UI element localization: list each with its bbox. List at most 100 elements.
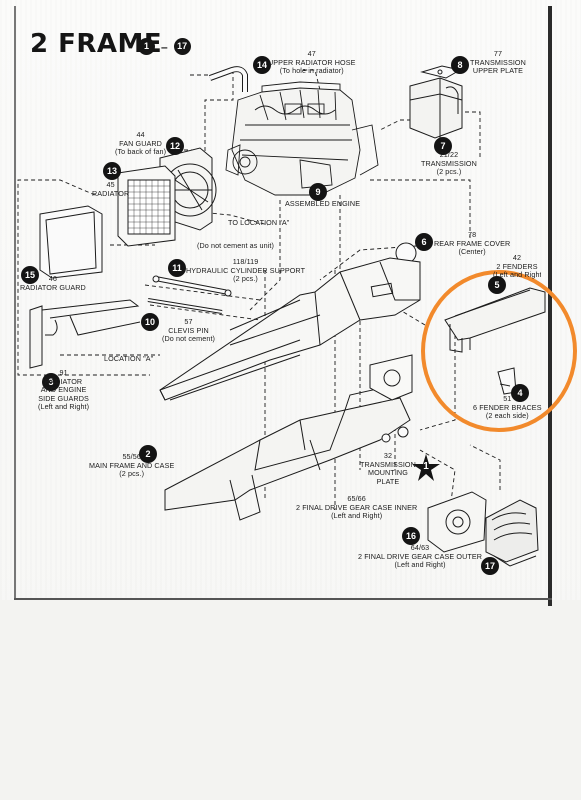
part-number-45: 45 bbox=[106, 180, 115, 189]
radiator-drawing bbox=[117, 165, 176, 247]
part-name-mounting-1: TRANSMISSION bbox=[360, 459, 416, 469]
part-number-78: 78 bbox=[468, 230, 477, 239]
part-name-rear-frame-cover: REAR FRAME COVER bbox=[434, 238, 511, 248]
fender-highlight-circle bbox=[421, 270, 577, 432]
part-note-fender-braces: (2 each side) bbox=[485, 411, 529, 420]
part-number-51: 51 bbox=[503, 394, 512, 403]
part-name-fender-braces: 6 FENDER BRACES bbox=[473, 402, 542, 412]
part-name-fenders: 2 FENDERS bbox=[496, 261, 538, 271]
page-lower-margin bbox=[0, 600, 581, 800]
part-number-65-66: 65/66 bbox=[347, 494, 366, 503]
part-note-rear-frame-cover: (Center) bbox=[458, 247, 486, 256]
assembly-guide-lines bbox=[17, 69, 501, 511]
step-badge-7: 7 bbox=[434, 137, 452, 155]
part-number-64-63: 64/63 bbox=[410, 543, 430, 552]
part-name-side-guards-1: RADIATOR bbox=[44, 376, 83, 386]
step-badge-12: 12 bbox=[166, 137, 184, 155]
label-radiator-guard: 46 RADIATOR GUARD bbox=[20, 274, 86, 292]
label-clevis-pin: 57 CLEVIS PIN (Do not cement) bbox=[162, 317, 216, 344]
part-name-mounting-3: PLATE bbox=[376, 476, 400, 486]
part-name-radiator-guard: RADIATOR GUARD bbox=[20, 282, 86, 292]
step-badge-14: 14 bbox=[253, 56, 271, 74]
part-name-side-guards-2: AND ENGINE bbox=[40, 385, 87, 394]
part-note-main-frame: (2 pcs.) bbox=[119, 469, 145, 478]
step-range-start: 1 bbox=[138, 38, 155, 55]
step-badge-6: 6 bbox=[415, 233, 433, 251]
label-fenders: 42 2 FENDERS (Left and Right) bbox=[493, 254, 541, 280]
part-name-side-guards-3: SIDE GUARDS bbox=[38, 393, 89, 403]
gear-case-outer-drawing bbox=[485, 499, 539, 567]
label-fan-guard: 44 FAN GUARD (To back of fan) bbox=[115, 130, 167, 157]
label-side-guards: 91 RADIATOR AND ENGINE SIDE GUARDS (Left… bbox=[38, 368, 90, 412]
label-transmission-upper-plate: 77 TRANSMISSION UPPER PLATE bbox=[470, 49, 526, 76]
part-note-gear-case-inner: (Left and Right) bbox=[331, 511, 383, 520]
part-number-47: 47 bbox=[307, 49, 316, 58]
part-note-gear-case-outer: (Left and Right) bbox=[394, 560, 446, 569]
part-name-transmission-upper: TRANSMISSION bbox=[470, 57, 526, 67]
page-edge-bottom bbox=[14, 598, 552, 600]
part-note-fan-guard: (To back of fan) bbox=[115, 147, 167, 156]
label-transmission: 21/22 TRANSMISSION (2 pcs.) bbox=[421, 150, 477, 177]
part-number-55-56: 55/56 bbox=[122, 452, 141, 461]
part-number-57: 57 bbox=[184, 317, 193, 326]
step-badge-9: 9 bbox=[309, 183, 327, 201]
part-name-main-frame: MAIN FRAME AND CASE bbox=[89, 460, 175, 470]
transmission-drawing bbox=[409, 77, 463, 139]
label-gear-case-inner: 65/66 2 FINAL DRIVE GEAR CASE INNER (Lef… bbox=[296, 494, 418, 521]
part-note-transmission: (2 pcs.) bbox=[436, 167, 462, 176]
step-range-end: 17 bbox=[173, 38, 191, 55]
step-badge-15: 15 bbox=[21, 266, 39, 284]
step-badge-16: 16 bbox=[402, 527, 420, 545]
label-upper-radiator-hose: 47 UPPER RADIATOR HOSE (To hole in radia… bbox=[268, 49, 356, 76]
part-number-21-22: 21/22 bbox=[439, 150, 459, 159]
part-note-hydraulic: (2 pcs.) bbox=[233, 274, 258, 283]
part-name-upper-plate: UPPER PLATE bbox=[472, 66, 524, 75]
step-1-number: 1 bbox=[423, 461, 429, 472]
step-badge-10: 10 bbox=[141, 313, 159, 331]
part-name-fan-guard: FAN GUARD bbox=[119, 138, 162, 148]
step-badge-2: 2 bbox=[139, 445, 157, 463]
part-note-clevis-pin: (Do not cement) bbox=[162, 334, 216, 343]
step-badge-13: 13 bbox=[103, 162, 121, 180]
part-note-fenders: (Left and Right) bbox=[493, 270, 541, 279]
side-guards-drawing bbox=[29, 299, 141, 369]
part-number-42: 42 bbox=[512, 254, 522, 262]
part-name-upper-radiator-hose: UPPER RADIATOR HOSE bbox=[268, 57, 356, 67]
transmission-mounting-plate-drawing bbox=[369, 354, 413, 401]
part-name-gear-case-outer: 2 FINAL DRIVE GEAR CASE OUTER bbox=[358, 551, 483, 561]
engine-drawing bbox=[225, 81, 379, 196]
part-name-gear-case-inner: 2 FINAL DRIVE GEAR CASE INNER bbox=[296, 502, 418, 512]
label-fender-braces: 51 6 FENDER BRACES (2 each side) bbox=[473, 394, 542, 421]
label-main-frame: 55/56 MAIN FRAME AND CASE (2 pcs.) bbox=[89, 452, 175, 479]
radiator-guard-drawing bbox=[39, 205, 103, 279]
part-name-clevis-pin: CLEVIS PIN bbox=[168, 325, 209, 335]
label-to-location-a: TO LOCATION "A" bbox=[228, 218, 290, 227]
label-rear-frame-cover: 78 REAR FRAME COVER (Center) bbox=[434, 230, 511, 257]
step-range-dash: – bbox=[161, 39, 168, 54]
part-number-91: 91 bbox=[59, 368, 68, 377]
step-1-star-icon bbox=[412, 454, 440, 481]
step-range: 1 – 17 bbox=[138, 38, 191, 55]
step-badge-5: 5 bbox=[488, 276, 506, 294]
page-edge-left bbox=[14, 6, 16, 600]
part-number-77: 77 bbox=[493, 49, 503, 58]
part-number-46: 46 bbox=[48, 274, 58, 283]
label-gear-case-outer: 64/63 2 FINAL DRIVE GEAR CASE OUTER (Lef… bbox=[358, 543, 483, 570]
hydraulic-cylinder-support-drawing bbox=[152, 275, 232, 297]
part-name-hydraulic-cylinder-support: HYDRAULIC CYLINDER SUPPORT bbox=[186, 265, 306, 275]
step-badge-3: 3 bbox=[42, 373, 60, 391]
label-do-not-cement-unit: (Do not cement as unit) bbox=[197, 241, 275, 250]
label-hydraulic-cylinder-support: 118/119 HYDRAULIC CYLINDER SUPPORT (2 pc… bbox=[186, 257, 306, 284]
part-number-118-119: 118/119 bbox=[232, 257, 259, 266]
part-number-32: 32 bbox=[383, 451, 393, 460]
part-note-hose: (To hole in radiator) bbox=[279, 66, 344, 75]
step-badge-11: 11 bbox=[168, 259, 186, 277]
part-name-transmission: TRANSMISSION bbox=[421, 158, 477, 168]
label-assembled-engine: ASSEMBLED ENGINE bbox=[285, 199, 361, 208]
upper-radiator-hose-drawing bbox=[208, 66, 248, 92]
step-badge-1: 1 bbox=[411, 453, 441, 483]
part-number-44: 44 bbox=[136, 130, 145, 139]
step-badge-17: 17 bbox=[481, 557, 499, 575]
part-note-side-guards: (Left and Right) bbox=[38, 402, 90, 411]
label-location-a: LOCATION "A" bbox=[104, 354, 154, 363]
